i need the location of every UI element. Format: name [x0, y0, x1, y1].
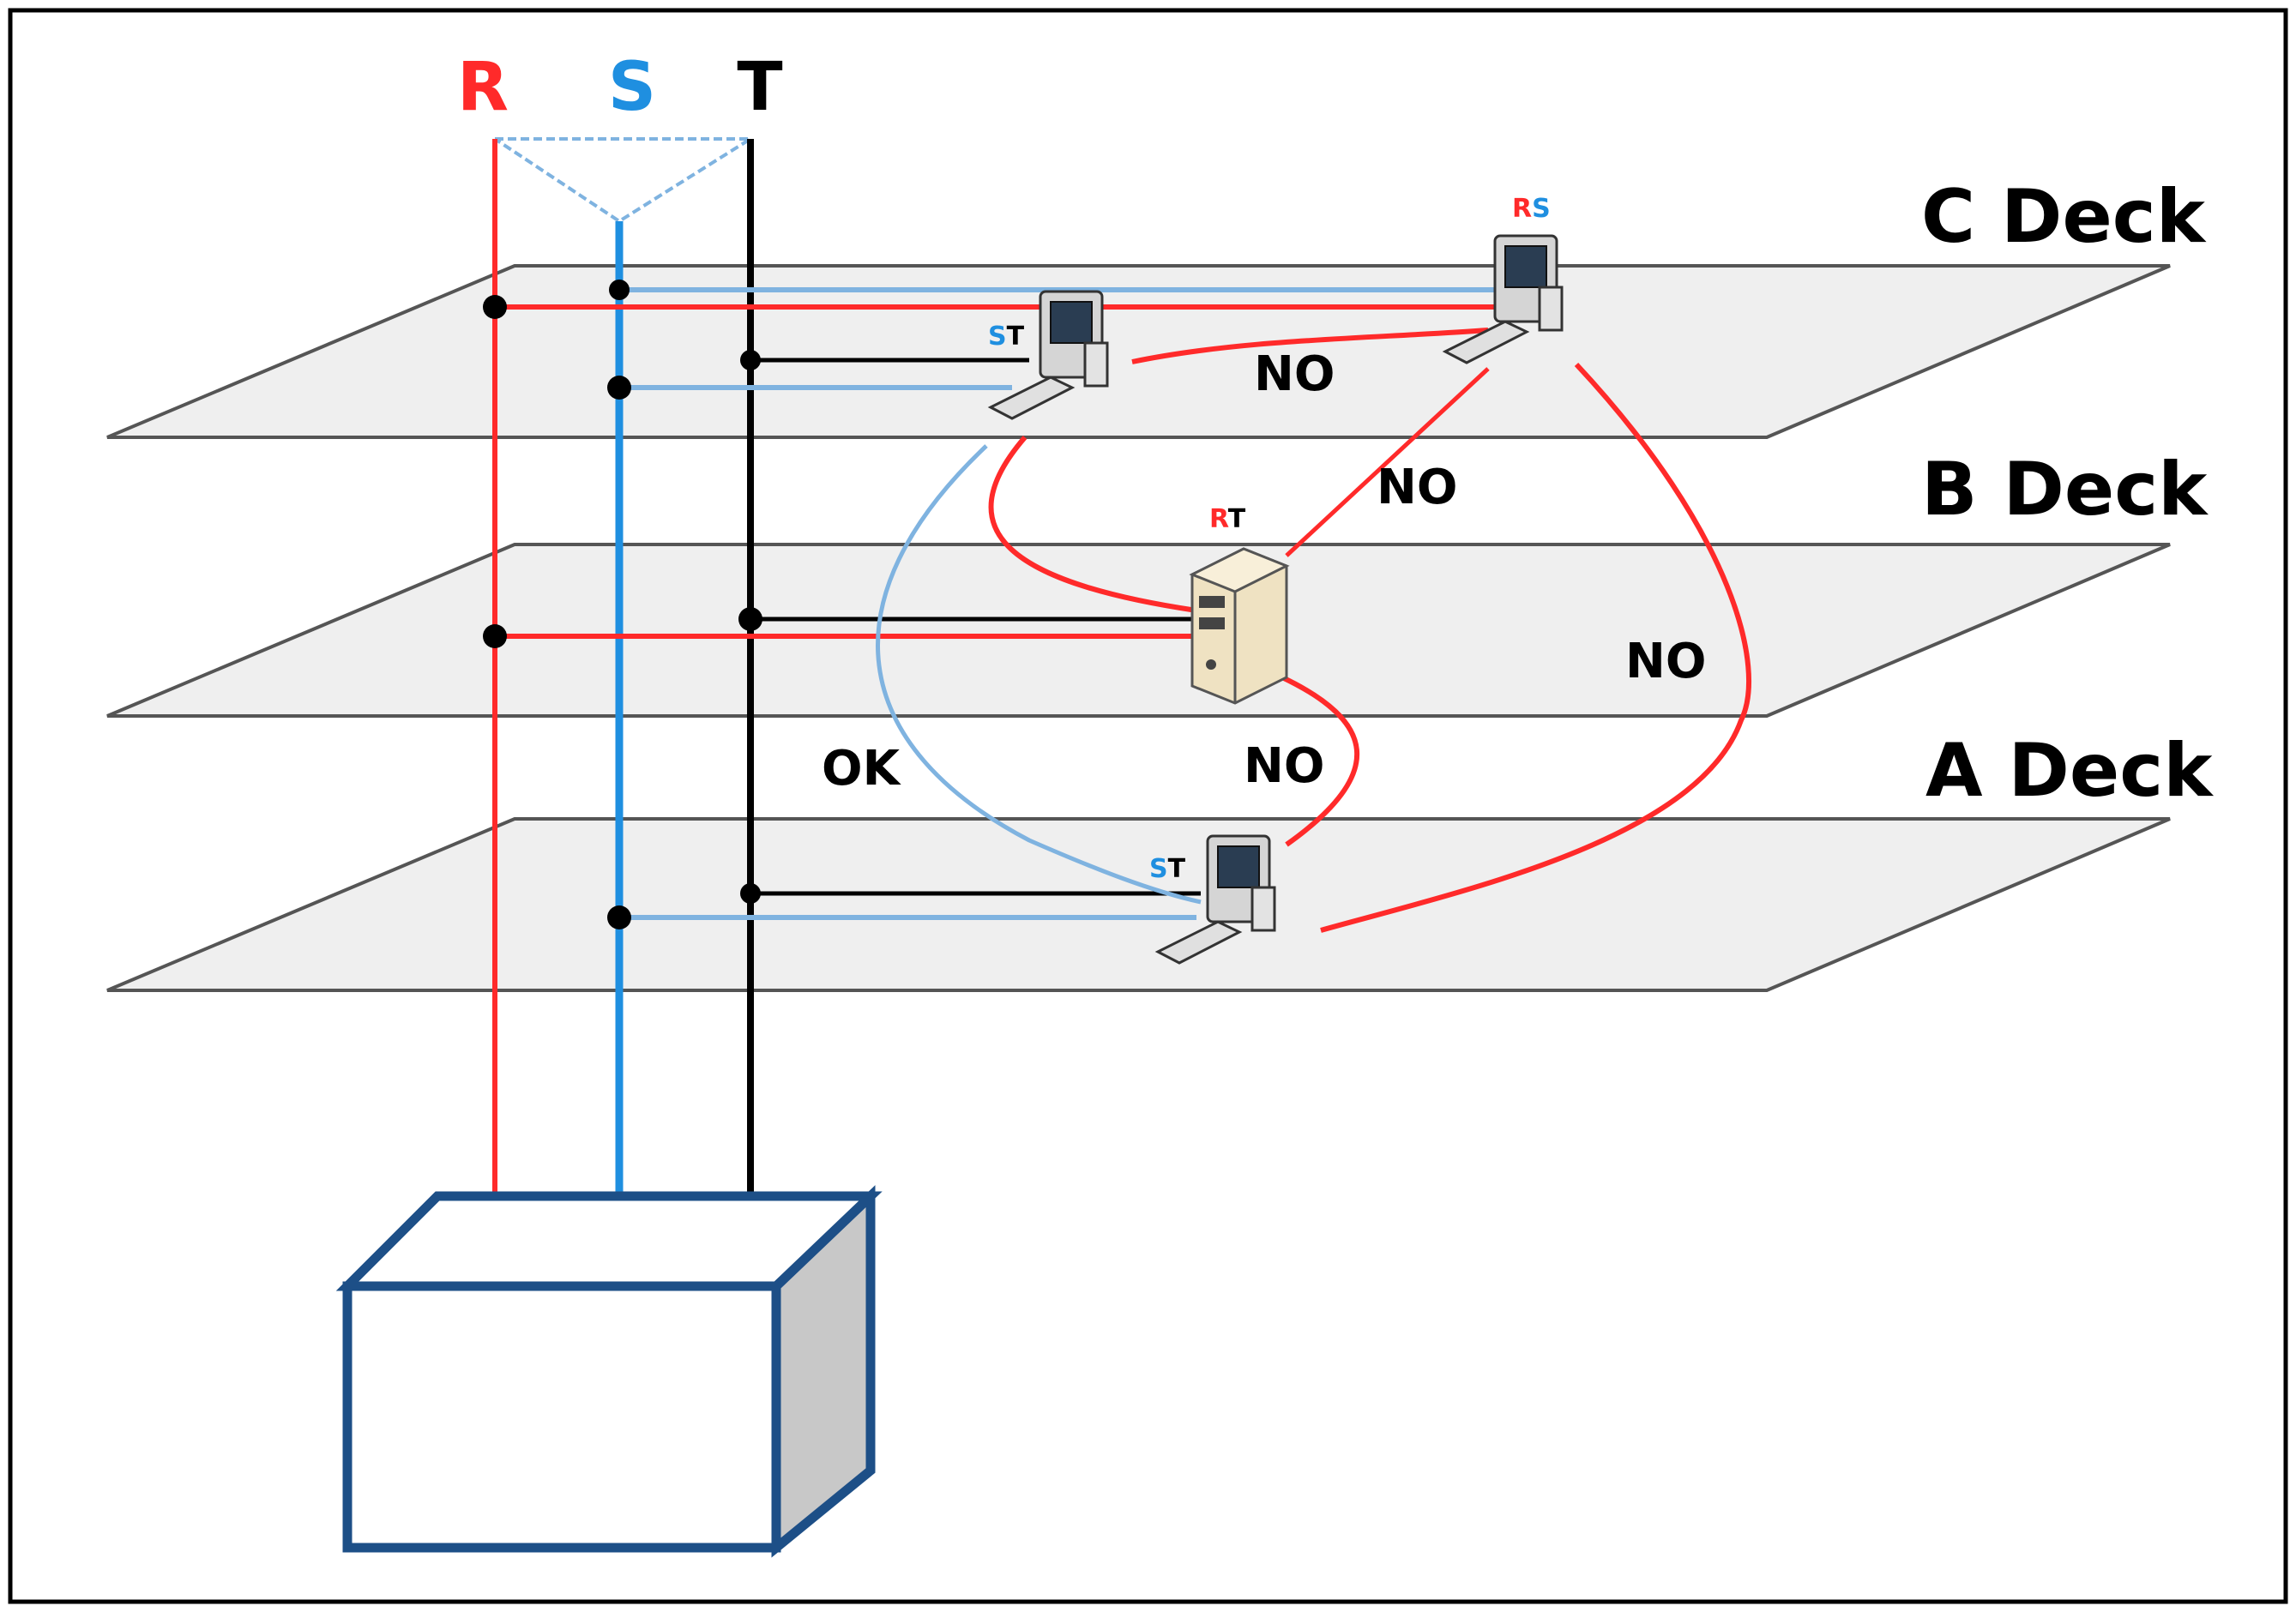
connection-c-st-to-a-st — [876, 444, 1202, 905]
phase-label-r: R — [457, 49, 509, 126]
connection-label: NO — [1625, 634, 1706, 689]
desktop-computer-icon: RS — [1442, 194, 1564, 364]
connection-c-rs-to-a-st — [1320, 362, 1751, 933]
server-tower-icon: RT — [1189, 504, 1290, 705]
device-label: ST — [988, 322, 1025, 352]
deck-label-c: C Deck — [1921, 174, 2207, 260]
junction-dot — [609, 280, 630, 300]
connection-c-rs-to-b-rt — [1285, 367, 1490, 557]
deck-label-a: A Deck — [1925, 728, 2214, 814]
connection-curves — [876, 328, 1751, 933]
connection-label: NO — [1377, 460, 1457, 515]
desktop-computer-icon: ST — [987, 290, 1109, 420]
junction-dot — [740, 350, 761, 370]
connection-label: NO — [1254, 346, 1335, 402]
junction-dots — [483, 280, 762, 929]
junction-dot — [483, 295, 507, 319]
device-label: ST — [1149, 854, 1186, 884]
junction-dot — [607, 376, 631, 400]
junction-dot — [607, 905, 631, 929]
phase-label-t: T — [737, 49, 782, 126]
deck-label-b: B Deck — [1921, 447, 2209, 532]
connection-c-st-to-b-rt — [988, 436, 1197, 613]
transformer-box — [335, 1185, 883, 1558]
feeder-lines — [495, 287, 1505, 920]
connection-label: NO — [1244, 738, 1324, 794]
device-label: RS — [1512, 194, 1551, 224]
junction-dot — [740, 883, 761, 904]
junction-dot — [738, 607, 762, 631]
transformer-front — [342, 1281, 781, 1553]
connection-label: OK — [822, 741, 902, 797]
device-label: RT — [1209, 504, 1246, 534]
transformer-top — [335, 1191, 883, 1291]
junction-dot — [483, 624, 507, 648]
desktop-computer-icon: ST — [1149, 834, 1276, 965]
phase-label-s: S — [608, 49, 656, 126]
connection-b-rt-to-a-st — [1281, 675, 1360, 847]
connection-c-st-to-c-rs — [1131, 328, 1489, 364]
